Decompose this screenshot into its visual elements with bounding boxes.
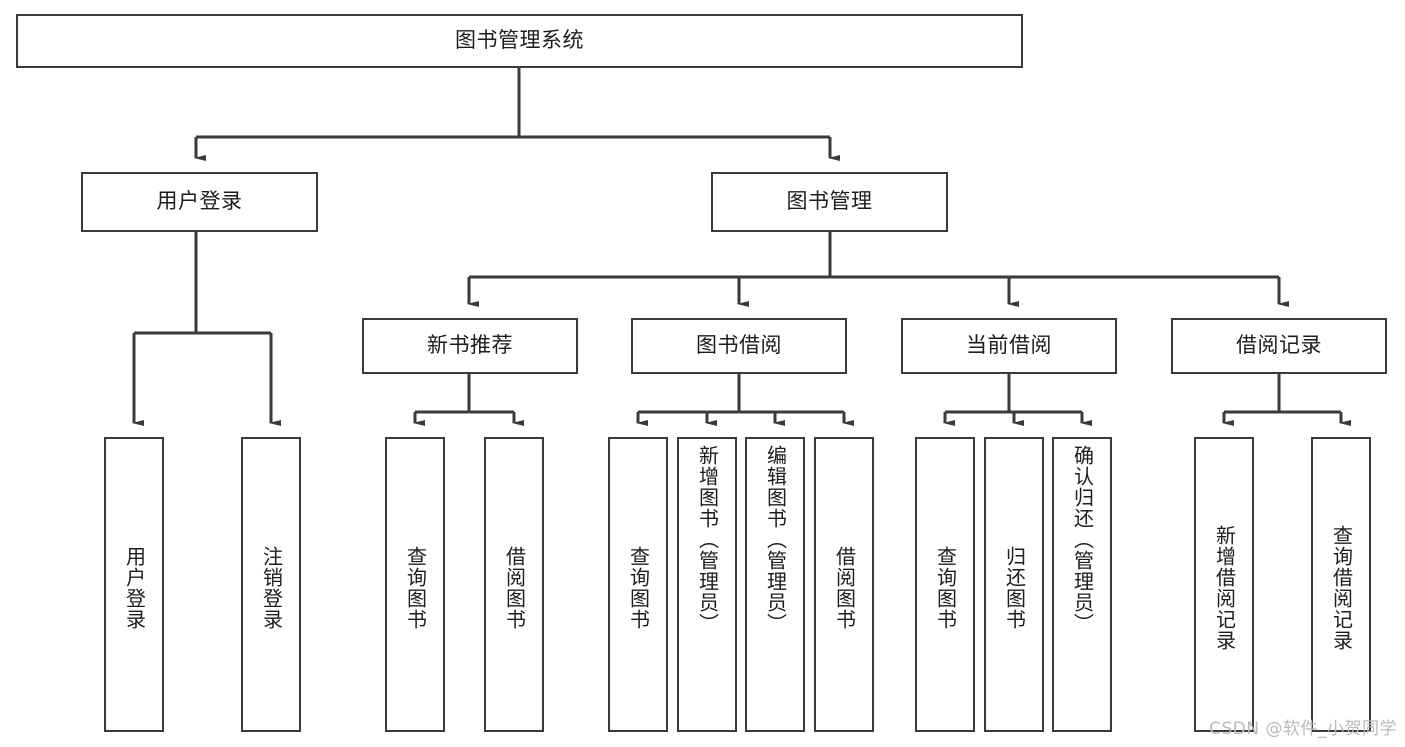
node-leaf-edit-book[interactable]: 编辑图书（管理员） — [745, 437, 805, 732]
node-book-manage[interactable]: 图书管理 — [711, 172, 948, 232]
node-leaf-query-book-2[interactable]: 查询图书 — [608, 437, 668, 732]
node-current-borrow-label: 当前借阅 — [966, 333, 1052, 358]
node-leaf-add-book[interactable]: 新增图书（管理员） — [677, 437, 737, 732]
node-leaf-add-record[interactable]: 新增借阅记录 — [1194, 437, 1254, 732]
node-leaf-query-book-3[interactable]: 查询图书 — [915, 437, 975, 732]
node-leaf-logout[interactable]: 注销登录 — [241, 437, 301, 732]
node-leaf-confirm-return-label: 确认归还（管理员） — [1070, 445, 1095, 634]
node-leaf-user-login[interactable]: 用户登录 — [104, 437, 164, 732]
node-leaf-return-book[interactable]: 归还图书 — [984, 437, 1044, 732]
node-leaf-add-book-label: 新增图书（管理员） — [695, 445, 720, 634]
node-leaf-return-book-label: 归还图书 — [1002, 545, 1027, 630]
node-leaf-add-record-label: 新增借阅记录 — [1212, 524, 1237, 651]
node-leaf-query-book-1-label: 查询图书 — [403, 545, 428, 630]
node-leaf-borrow-book-1[interactable]: 借阅图书 — [484, 437, 544, 732]
node-leaf-query-record-label: 查询借阅记录 — [1329, 524, 1354, 651]
node-leaf-borrow-book-2-label: 借阅图书 — [832, 545, 857, 630]
node-leaf-query-book-1[interactable]: 查询图书 — [385, 437, 445, 732]
node-root[interactable]: 图书管理系统 — [16, 14, 1023, 68]
node-leaf-query-record[interactable]: 查询借阅记录 — [1311, 437, 1371, 732]
node-leaf-borrow-book-1-label: 借阅图书 — [502, 545, 527, 630]
node-borrow-record-label: 借阅记录 — [1236, 333, 1322, 358]
node-leaf-borrow-book-2[interactable]: 借阅图书 — [814, 437, 874, 732]
node-new-book-rec-label: 新书推荐 — [427, 333, 513, 358]
node-leaf-query-book-2-label: 查询图书 — [626, 545, 651, 630]
node-leaf-user-login-label: 用户登录 — [122, 545, 147, 630]
node-user-login-label: 用户登录 — [156, 189, 243, 214]
node-book-borrow-label: 图书借阅 — [696, 333, 782, 358]
node-current-borrow[interactable]: 当前借阅 — [901, 318, 1117, 374]
node-new-book-rec[interactable]: 新书推荐 — [362, 318, 578, 374]
node-leaf-confirm-return[interactable]: 确认归还（管理员） — [1052, 437, 1112, 732]
node-borrow-record[interactable]: 借阅记录 — [1171, 318, 1387, 374]
node-root-label: 图书管理系统 — [455, 28, 584, 53]
node-leaf-logout-label: 注销登录 — [259, 545, 284, 630]
node-book-borrow[interactable]: 图书借阅 — [631, 318, 847, 374]
node-leaf-edit-book-label: 编辑图书（管理员） — [763, 445, 788, 634]
node-book-manage-label: 图书管理 — [786, 189, 873, 214]
node-leaf-query-book-3-label: 查询图书 — [933, 545, 958, 630]
watermark: CSDN @软件_小贺同学 — [1209, 719, 1397, 739]
node-user-login[interactable]: 用户登录 — [81, 172, 318, 232]
